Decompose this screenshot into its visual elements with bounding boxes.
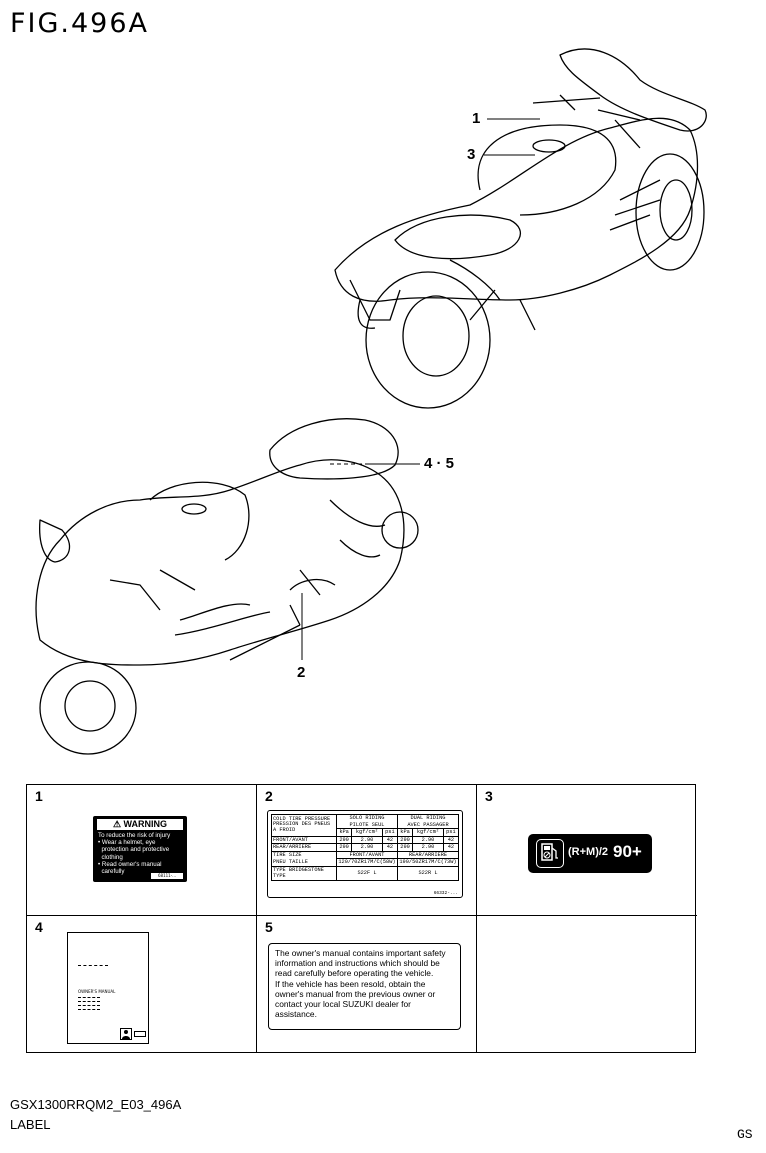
tire-pneu-text: PNEU TAILLE (273, 858, 308, 865)
cell-number: 3 (485, 788, 493, 804)
tire-unit: kgf/cm² (412, 828, 444, 837)
tire-value: 290 (335, 843, 353, 852)
tire-unit: kPa (335, 828, 353, 837)
tire-value: 290 (335, 835, 353, 844)
legend-cell-4: 4 OWNER'S MANUAL (27, 916, 257, 1052)
drawing-code: GSX1300RRQM2_E03_496A (10, 1097, 182, 1112)
tire-rear-label: REAR/ARRIERE (271, 843, 337, 852)
legend-cell-3: 3 (R+M)/2 90+ (477, 785, 697, 916)
tire-front-label: FRONT/AVANT (271, 835, 337, 844)
tire-unit: kPa (396, 828, 414, 837)
fuel-octane-label: (R+M)/2 90+ (528, 834, 652, 873)
tire-value: 42 (442, 843, 460, 852)
tire-dual-text: DUAL RIDING (410, 815, 446, 821)
tire-unit: psi (381, 828, 398, 837)
tire-unit: psi (442, 828, 460, 837)
cell-number: 5 (265, 919, 273, 935)
manual-caption: OWNER'S MANUAL (78, 989, 116, 994)
tire-type-fr-text: TYPE (273, 873, 286, 879)
legend-cell-empty (477, 916, 697, 1052)
cell-number: 1 (35, 788, 43, 804)
callout-3: 3 (467, 146, 476, 163)
manual-mark (134, 1031, 146, 1037)
tire-rear-size: 190/50ZR17M/C(73W) (396, 858, 460, 867)
tire-pressure-label: COLD TIRE PRESSURE PRESSION DES PNEUS A … (267, 810, 463, 898)
warning-label-text: To reduce the risk of injury • Wear a he… (98, 832, 171, 876)
owners-manual-booklet: OWNER'S MANUAL (67, 932, 149, 1044)
tire-type-text: TYPE (273, 866, 286, 873)
tire-cold-text: COLD TIRE PRESSURE (273, 815, 331, 822)
motorcycle-illustration (35, 48, 707, 755)
tire-value: 42 (381, 835, 398, 844)
tire-rear-heading: REAR/ARRIERE (396, 850, 460, 859)
tire-solo-fr-text: PILOTE SEUL (349, 821, 385, 828)
tire-value: 2.90 (412, 835, 444, 844)
leader-lines (301, 118, 540, 660)
callout-4-5: 4 · 5 (424, 455, 455, 472)
figure-caption: LABEL (10, 1117, 51, 1132)
figure-title: FIG.496A (10, 8, 150, 39)
manual-line (78, 1001, 100, 1002)
manual-rider-icon (120, 1028, 132, 1040)
tire-front-heading: FRONT/AVANT (336, 850, 398, 859)
tire-front-type: S22F L (336, 865, 398, 881)
owners-manual-notice-label: The owner's manual contains important sa… (268, 943, 461, 1030)
callout-2: 2 (297, 664, 306, 681)
cell-number: 4 (35, 919, 43, 935)
motorcycle-upper-drawing (334, 48, 707, 409)
tire-solo-text: SOLO RIDING (349, 815, 385, 821)
manual-line (78, 1009, 100, 1010)
tire-label-code: 66332-... (433, 891, 458, 896)
tire-value: 2.90 (351, 835, 383, 844)
owners-manual-notice-text: The owner's manual contains important sa… (275, 948, 446, 1020)
legend-cell-1: 1 ⚠ WARNING To reduce the risk of injury… (27, 785, 257, 916)
warning-label-code: 68111-... (151, 873, 183, 879)
manual-line (78, 1005, 100, 1006)
tire-front-size: 120/70ZR17M/C(58W) (336, 858, 398, 867)
tire-size-text: TIRE SIZE (273, 852, 302, 858)
tire-pressure-table: COLD TIRE PRESSURE PRESSION DES PNEUS A … (271, 814, 460, 881)
corner-code: GS (737, 1127, 753, 1142)
tire-pression-text: PRESSION DES PNEUS (273, 821, 331, 828)
warning-label-header: ⚠ WARNING (97, 819, 183, 830)
tire-afroid-text: A FROID (273, 827, 296, 834)
legend-cell-5: 5 The owner's manual contains important … (257, 916, 477, 1052)
tire-value: 42 (442, 835, 460, 844)
warning-label: ⚠ WARNING To reduce the risk of injury •… (93, 816, 187, 882)
cell-number: 2 (265, 788, 273, 804)
tire-rear-type: S22R L (396, 865, 460, 881)
manual-line (78, 997, 100, 998)
tire-unit: kgf/cm² (351, 828, 383, 837)
tire-dual-fr-text: AVEC PASSAGER (407, 821, 449, 828)
tire-value: 42 (381, 843, 398, 852)
tire-value: 290 (396, 843, 414, 852)
fuel-pump-icon (536, 839, 564, 868)
tire-brand-text: BRIDGESTONE (288, 866, 324, 873)
tire-value: 2.90 (412, 843, 444, 852)
tire-value: 2.90 (351, 843, 383, 852)
octane-formula: (R+M)/2 (568, 846, 609, 858)
label-legend-grid: 1 ⚠ WARNING To reduce the risk of injury… (26, 784, 697, 1053)
motorcycle-lower-drawing (35, 418, 419, 755)
octane-rating: 90+ (613, 842, 642, 861)
tire-value: 290 (396, 835, 414, 844)
callout-1: 1 (472, 110, 481, 127)
legend-cell-2: 2 COLD TIRE PRESSURE PRESSION DES PNEUS … (257, 785, 477, 916)
manual-line (78, 965, 108, 966)
